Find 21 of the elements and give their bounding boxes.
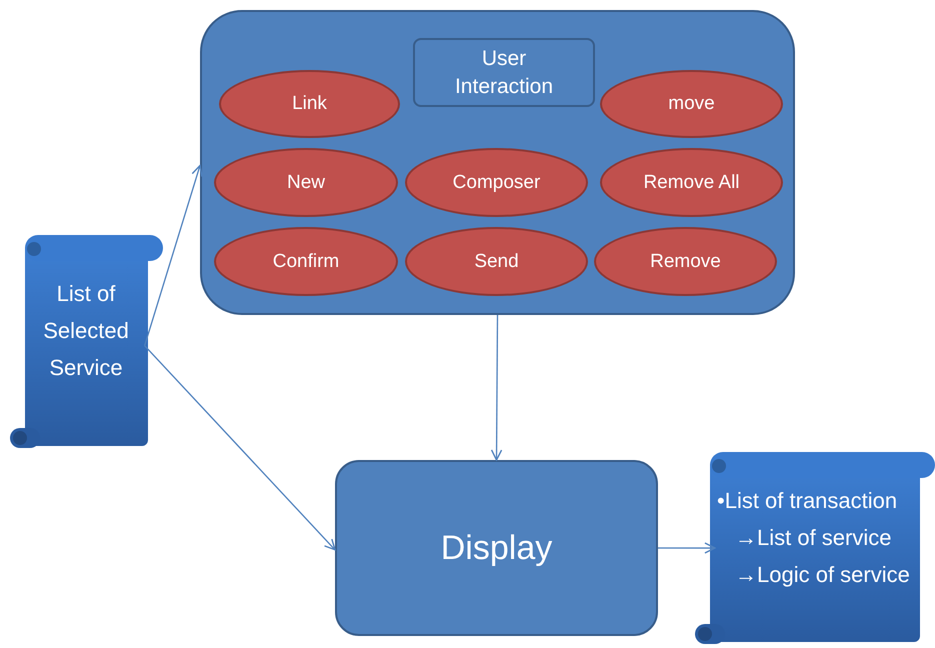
list-item: →List of service [734,524,892,552]
action-label: Link [292,93,327,115]
banner-text: List of Selected Service [42,280,130,382]
title-box [413,38,595,107]
action-label: Remove [650,250,721,272]
group-panel [200,10,795,315]
list-item: →Logic of service [734,561,910,589]
process-box [335,460,658,636]
list-item: •List of transaction [717,487,898,515]
action-label: Composer [452,172,540,194]
arrow [490,315,502,461]
action-label: move [668,93,715,115]
arrow [658,542,716,554]
action-label: Confirm [272,250,340,272]
arrow [144,345,336,550]
process-label: Display [440,528,552,568]
title-label: User Interaction [454,46,554,100]
action-label: New [286,172,325,194]
action-label: Send [474,250,519,272]
arrow [144,164,203,346]
action-label: Remove All [643,172,740,194]
